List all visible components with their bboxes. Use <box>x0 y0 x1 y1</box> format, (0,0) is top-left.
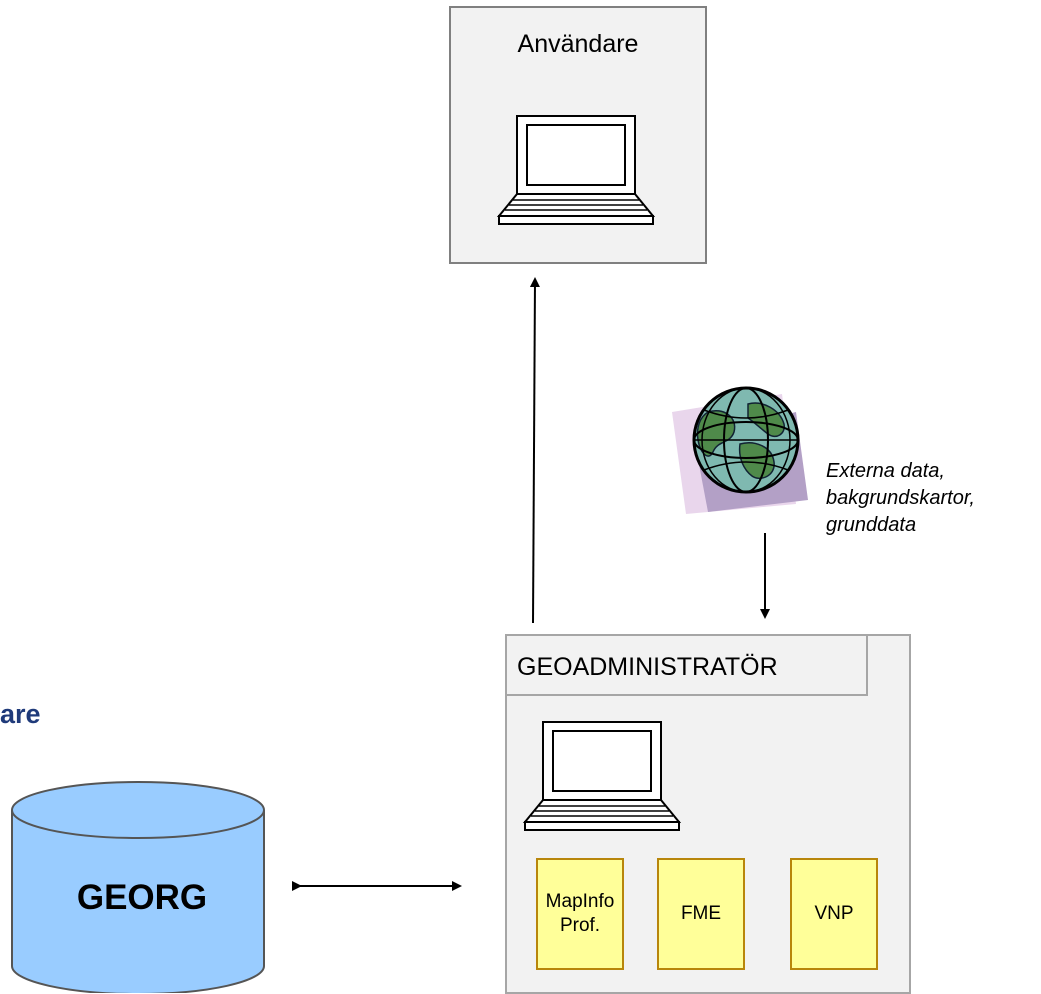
geoadmin-title: GEOADMINISTRATÖR <box>505 634 868 696</box>
tool-mapinfo-line1: MapInfo <box>545 891 615 912</box>
heading-fragment: are <box>0 699 41 729</box>
laptop-icon <box>496 115 656 225</box>
tool-vnp-label: VNP <box>814 903 854 924</box>
external-line-1: Externa data, <box>826 460 945 482</box>
database-label: GEORG <box>76 878 208 917</box>
globe-icon <box>672 386 808 514</box>
tool-vnp: VNP <box>790 858 878 970</box>
tool-mapinfo: MapInfo Prof. <box>536 858 624 970</box>
tool-fme-label: FME <box>680 903 722 924</box>
database-cylinder-icon <box>11 781 265 993</box>
user-box: Användare <box>449 6 707 264</box>
tool-fme: FME <box>657 858 745 970</box>
arrow-geoadmin-to-user <box>529 277 540 624</box>
external-line-2: bakgrundskartor, <box>826 487 975 509</box>
external-data-caption: Externa data, bakgrundskartor, grunddata <box>826 458 975 539</box>
user-label: Användare <box>517 30 639 58</box>
external-line-3: grunddata <box>826 514 917 536</box>
tool-mapinfo-line2: Prof. <box>559 915 601 936</box>
laptop-icon <box>522 721 682 831</box>
